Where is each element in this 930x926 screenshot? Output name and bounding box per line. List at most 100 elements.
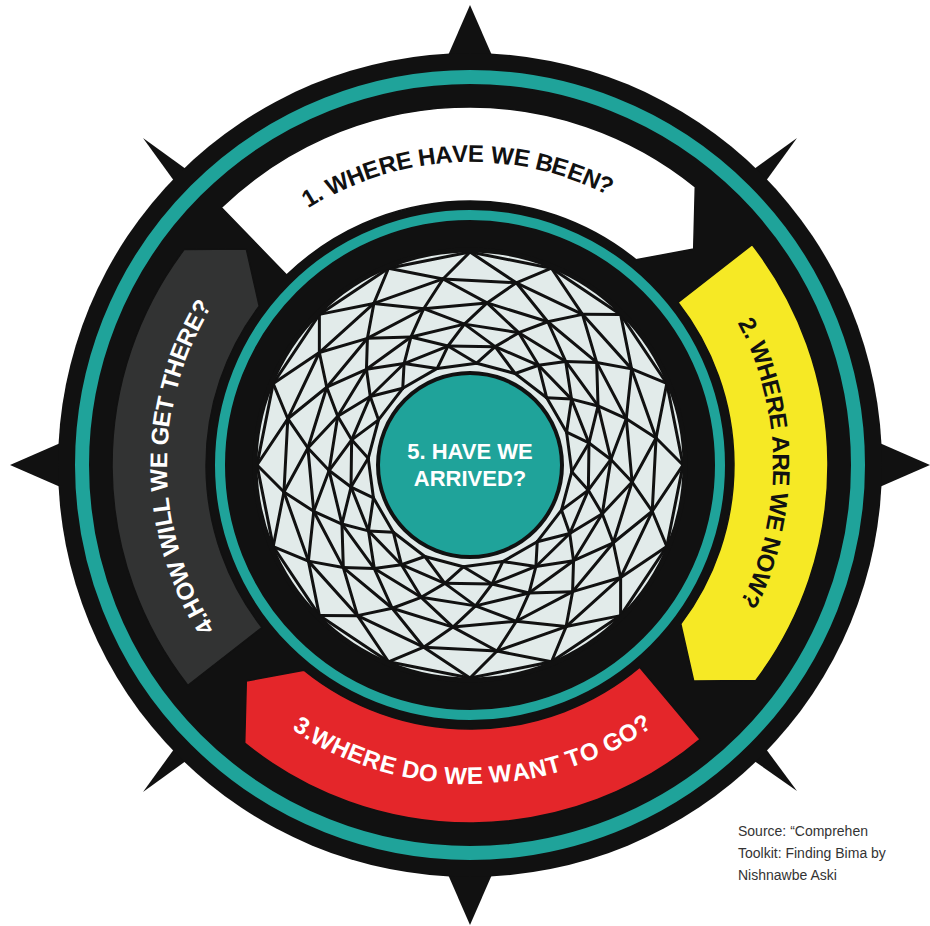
web-strand [273, 314, 319, 383]
web-strand [338, 416, 352, 440]
web-strand [476, 584, 493, 606]
web-strand [464, 303, 487, 324]
web-strand [515, 365, 538, 373]
web-strand [519, 322, 548, 333]
web-strand [369, 498, 374, 531]
web-strand [443, 279, 516, 283]
web-strand [284, 419, 288, 492]
web-strand [437, 346, 448, 368]
web-strand [589, 443, 611, 460]
web-strand [570, 534, 574, 561]
letter: A [768, 435, 793, 454]
web-strand [453, 621, 516, 627]
letter: H [416, 144, 437, 170]
web-strand [370, 396, 378, 419]
web-strand [366, 369, 370, 396]
web-strand [314, 511, 344, 567]
teal-ring [220, 215, 720, 715]
cycle-arrow: 3.WHERE DO WE WANT TO GO? [209, 645, 704, 826]
web-strand [497, 621, 516, 651]
web-strand [453, 627, 497, 651]
web-strand [632, 482, 652, 511]
web-strand [319, 353, 326, 388]
web-strand [352, 440, 369, 458]
web-strand [652, 438, 656, 511]
web-strand [319, 268, 388, 314]
letter: G [147, 426, 173, 447]
web-strand [656, 383, 667, 438]
web-strand [448, 345, 495, 349]
web-strand [652, 465, 683, 511]
web-strand [319, 614, 357, 617]
web-strand [547, 398, 572, 399]
web-strand [587, 443, 591, 490]
web-strand [367, 303, 373, 338]
web-strand [411, 309, 424, 337]
web-strand [388, 647, 423, 662]
letter: E [467, 764, 483, 788]
web-strand [424, 627, 453, 647]
web-strand [448, 346, 477, 363]
web-strand [288, 353, 320, 419]
web-strand [327, 387, 338, 416]
center-circle-fill [378, 373, 562, 557]
web-strand [516, 592, 572, 622]
web-strand [597, 362, 598, 406]
web-strand [284, 492, 308, 561]
web-strand [445, 583, 476, 606]
web-strand [424, 647, 497, 651]
web-strand [516, 268, 551, 283]
web-strand [621, 314, 667, 383]
letter: E [147, 452, 171, 468]
web-strand [626, 419, 656, 438]
web-strand [273, 547, 319, 616]
web-strand [257, 465, 284, 492]
web-strand [318, 314, 321, 352]
web-strand [443, 279, 487, 303]
letter: L [149, 496, 175, 514]
web-strand [476, 606, 517, 621]
letter [147, 445, 171, 453]
web-strand [529, 566, 536, 593]
web-strand [602, 514, 613, 543]
web-strand [589, 406, 598, 443]
web-strand [308, 448, 314, 511]
web-strand [342, 524, 343, 568]
web-strand [351, 487, 373, 498]
web-strand [619, 577, 622, 615]
web-strand [572, 472, 589, 490]
outer-ring [58, 53, 882, 877]
web-strand [374, 303, 424, 308]
web-strand [351, 458, 368, 487]
web-strand [350, 440, 354, 487]
web-strand [368, 458, 373, 497]
letter: W [147, 468, 172, 492]
center-circle: 5. HAVE WE ARRIVED? [374, 369, 566, 561]
letter: E [765, 411, 791, 430]
web-strand [404, 337, 411, 364]
letter: A [434, 142, 453, 167]
web-strand [503, 562, 536, 567]
web-strand [365, 338, 369, 369]
web-strand [588, 459, 611, 490]
source-caption: Source: “Comprehen Toolkit: Finding Bima… [738, 820, 888, 886]
web-strand [632, 438, 656, 482]
web-strand [497, 627, 566, 651]
web-strand [470, 252, 516, 283]
dreamcatcher-hoop [255, 250, 685, 680]
dreamcatcher-web [257, 252, 683, 678]
arrow-shape [218, 104, 731, 285]
web-strand [257, 419, 288, 465]
arrow-fill [112, 249, 262, 685]
web-strand [358, 608, 393, 615]
web-strand [582, 314, 631, 369]
compass-spike [875, 441, 930, 489]
web-strand [552, 616, 621, 662]
web-strand [539, 361, 566, 365]
web-strand [632, 369, 656, 438]
web-strand [588, 490, 602, 514]
web-strand [621, 511, 653, 577]
web-strand [470, 651, 497, 678]
web-strand [492, 584, 529, 593]
